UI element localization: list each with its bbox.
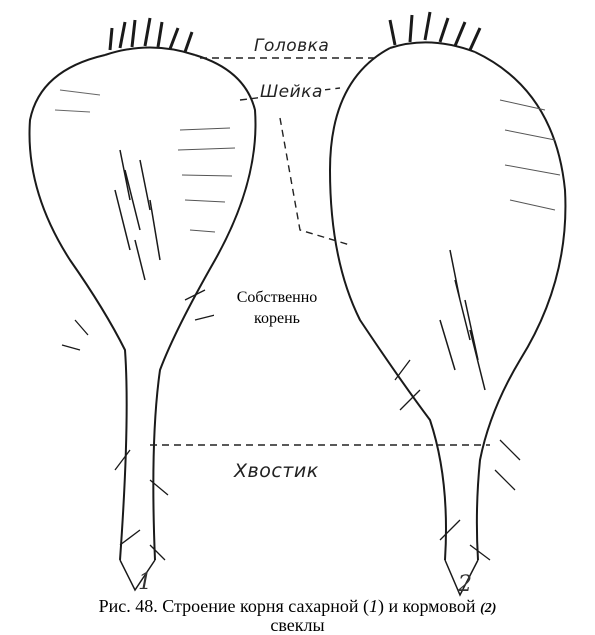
figure-caption: Рис. 48. Строение корня сахарной (1) и к… — [0, 598, 595, 634]
caption-middle: ) и кормовой — [378, 596, 480, 616]
caption-suffix: свеклы — [270, 615, 324, 635]
marker-beet-2: 2 — [458, 572, 472, 597]
caption-num2: (2) — [480, 601, 496, 616]
marker-beet-1: 1 — [138, 570, 152, 595]
caption-num1: 1 — [369, 596, 378, 616]
label-tail: Хвостик — [232, 460, 321, 482]
fodder-beet-drawing — [330, 12, 565, 595]
label-sheika: Шейка — [258, 82, 325, 102]
label-root-proper: Собственно корень — [214, 285, 340, 331]
label-golovka: Головка — [252, 36, 331, 56]
leader-lines — [150, 58, 490, 445]
leader-root — [280, 118, 350, 245]
caption-prefix: Рис. 48. Строение корня сахарной ( — [99, 596, 369, 616]
